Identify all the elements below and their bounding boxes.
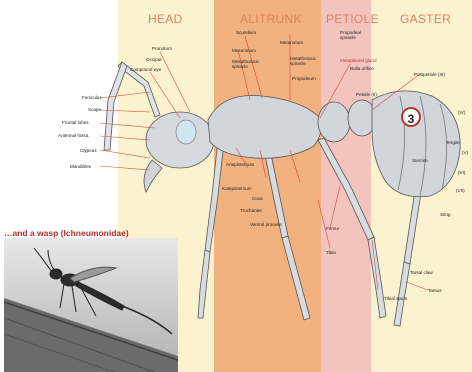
label-vii: (VII) (456, 188, 465, 193)
label-sternite: Sternite (412, 158, 428, 163)
label-antennal-fossa: Antennal fossa (58, 133, 88, 138)
label-bulla-orifice: Bulla orifice (350, 66, 374, 71)
middle-leg (262, 140, 310, 320)
label-metanotum: Metanotum (280, 40, 303, 45)
label-tergite: Tergite (446, 140, 460, 145)
mandible (144, 160, 162, 192)
label-petiole-ii: Petiole (II) (356, 92, 377, 97)
label-vi: (VI) (458, 170, 465, 175)
compound-eye (176, 120, 196, 144)
label-occiput: Occiput (146, 57, 162, 62)
label-sting: Sting (440, 212, 450, 217)
label-pronotum: Pronotum (152, 46, 172, 51)
label-v: (V) (462, 150, 468, 155)
wasp-photo (4, 238, 178, 372)
label-iv: (IV) (458, 110, 465, 115)
label-frontal-lobes: Frontal lobes (62, 120, 89, 125)
label-scape: Scape (88, 107, 101, 112)
label-metathoracic-spiracle: Metathoracic spiracle (290, 56, 330, 66)
label-trochanter: Trochanter (240, 208, 262, 213)
ant-alitrunk (208, 96, 321, 159)
front-leg (198, 140, 224, 318)
step-number-badge: 3 (401, 107, 421, 127)
label-postpetiole-iii: Postpetiole (III) (414, 72, 445, 77)
wasp-illustration (4, 238, 178, 372)
label-scutellum: Scutellum (236, 30, 256, 35)
label-propodeum: Propodeum (292, 76, 316, 81)
label-mesothoracic-spiracle: Mesothoracic spiracle (232, 59, 272, 69)
label-tarsus: Tarsus (428, 288, 442, 293)
label-compound-eye: Compound eye (130, 67, 161, 72)
label-coxa: Coxa (252, 196, 263, 201)
label-katepisternum: Katepisternum (222, 186, 252, 191)
label-ventral-process: Ventral process (250, 222, 282, 227)
label-funiculus: Funiculus (82, 95, 102, 100)
label-metapleural-gland: Metapleural gland (340, 58, 377, 63)
label-mandibles: Mandibles (70, 164, 91, 169)
label-tibial-spurs: Tibial spurs (384, 296, 407, 301)
label-femur: Femur (326, 226, 339, 231)
petiole-node (318, 102, 350, 142)
label-clypeus: Clypeus (80, 148, 97, 153)
wasp-caption: …and a wasp (Ichneumonidae) (4, 228, 129, 238)
label-tibia: Tibia (326, 250, 336, 255)
label-anepisternum: Anepisternum (226, 162, 254, 167)
label-mesonotum: Mesonotum (232, 48, 256, 53)
label-propodeal-spiracle: Propodeal spiracle (340, 30, 374, 40)
label-tarsal-claw: Tarsal claw (410, 270, 433, 275)
